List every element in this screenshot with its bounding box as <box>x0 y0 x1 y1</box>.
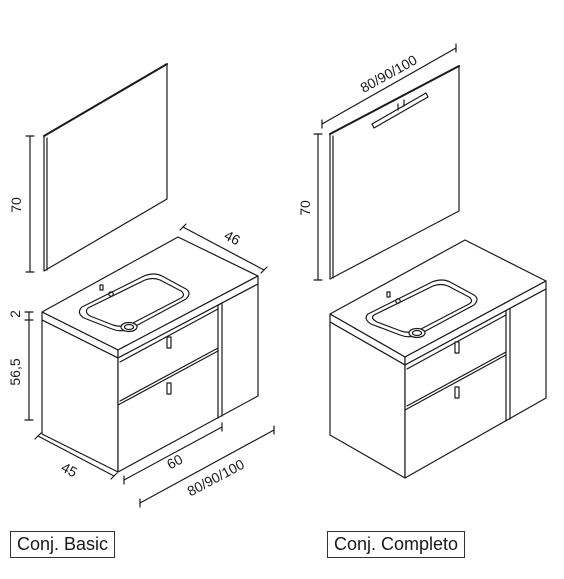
completo-mirror-lamp <box>371 92 429 129</box>
basic-top-thickness-label: 2 <box>7 310 23 318</box>
basic-cabinet-depth-dimension <box>34 432 118 480</box>
basic-mirror <box>43 63 168 272</box>
basic-cabinet-width-dimension <box>123 422 223 485</box>
basic-cabinet <box>41 283 259 473</box>
basic-total-width-dimension <box>139 425 275 508</box>
completo-cabinet <box>329 288 547 479</box>
basic-cabinet-width-label: 60 <box>164 451 185 473</box>
basic-basin <box>78 273 190 333</box>
basic-counter-depth-label: 46 <box>222 227 243 249</box>
completo-mirror-width-dimension <box>321 43 457 129</box>
basic-mirror-height-label: 70 <box>8 197 24 213</box>
completo-mirror-height-dimension <box>313 133 323 281</box>
completo-mirror <box>329 65 460 280</box>
basic-set: 70 <box>7 63 275 508</box>
basic-counter-depth-dimension <box>179 223 268 274</box>
caption-conj-basic: Conj. Basic <box>10 531 116 558</box>
completo-set: 80/90/100 70 <box>297 43 547 479</box>
basic-cabinet-depth-label: 45 <box>59 459 80 481</box>
basic-cabinet-height-label: 56,5 <box>7 358 23 385</box>
caption-conj-completo: Conj. Completo <box>327 531 466 558</box>
completo-mirror-height-label: 70 <box>297 200 313 216</box>
completo-basin <box>365 279 478 339</box>
basic-mirror-height-dimension <box>25 135 35 273</box>
basic-cabinet-height-dimension <box>24 311 34 421</box>
